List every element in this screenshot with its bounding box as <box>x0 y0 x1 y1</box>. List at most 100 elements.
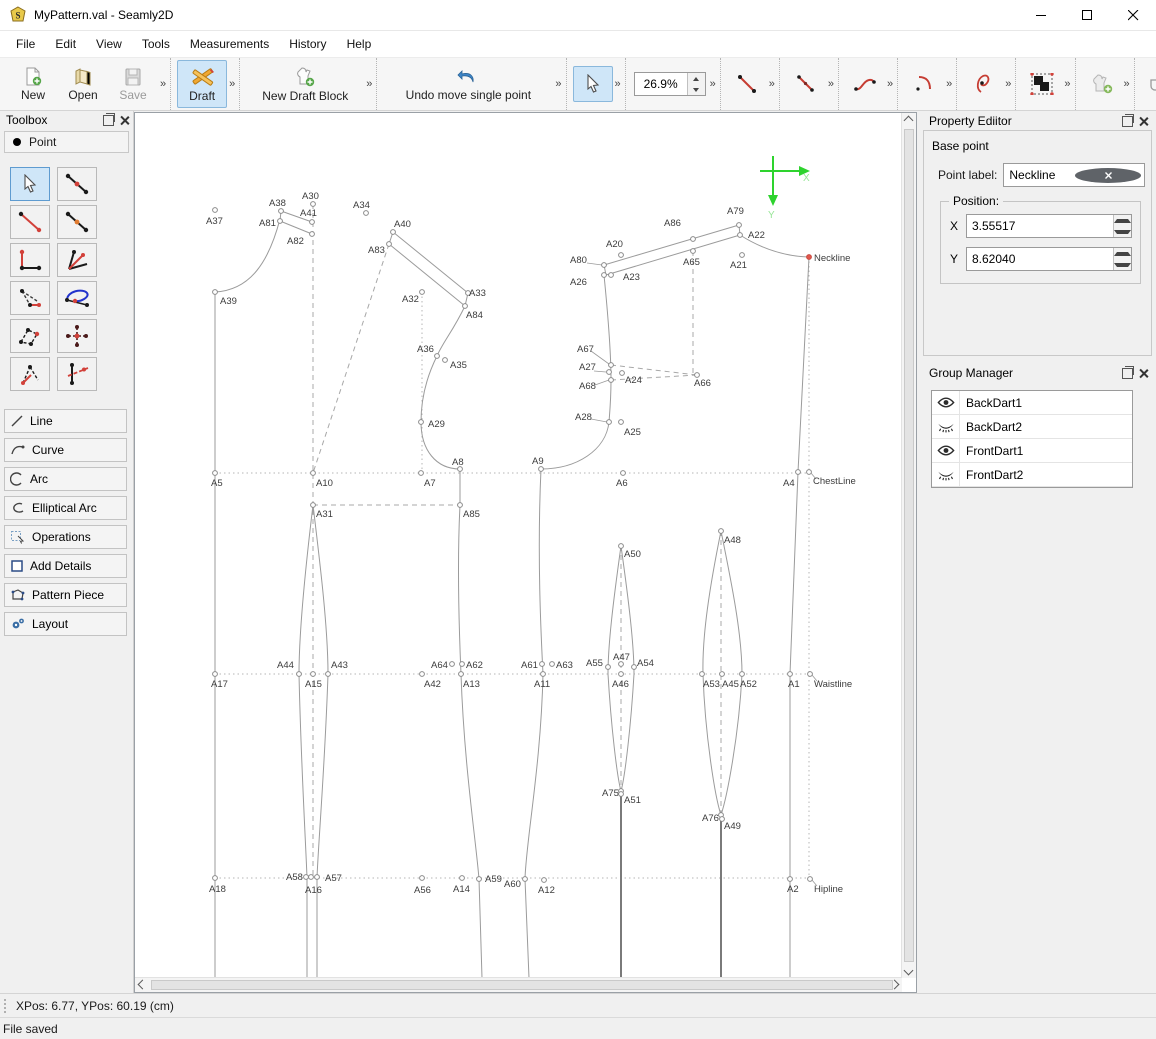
toolbox-section-point[interactable]: Point <box>4 131 129 153</box>
pattern-point-A21[interactable] <box>740 253 745 258</box>
pattern-point-A31[interactable] <box>311 503 316 508</box>
pattern-point-A27[interactable] <box>607 370 612 375</box>
pointer-tool-button[interactable] <box>573 66 613 102</box>
tool-point-at-distance-angle[interactable] <box>10 205 50 239</box>
pattern-point-A22[interactable] <box>738 233 743 238</box>
menu-item-view[interactable]: View <box>86 33 132 55</box>
arc-tools-overflow[interactable]: » <box>944 78 954 90</box>
pattern-point-A28[interactable] <box>607 420 612 425</box>
pattern-point-A48[interactable] <box>719 529 724 534</box>
arc-tool-button[interactable] <box>904 66 944 102</box>
pattern-point-A25[interactable] <box>619 420 624 425</box>
pattern-point-Neckline[interactable] <box>807 255 812 260</box>
pattern-point-A55[interactable] <box>606 665 611 670</box>
pattern-point-A40[interactable] <box>391 230 396 235</box>
tool-normal[interactable] <box>10 243 50 277</box>
menu-item-tools[interactable]: Tools <box>132 33 180 55</box>
pattern-point-A12[interactable] <box>542 878 547 883</box>
undo-overflow[interactable]: » <box>553 78 563 90</box>
group-row-FrontDart1[interactable]: FrontDart1 <box>932 439 1132 463</box>
mode-group-overflow[interactable]: » <box>227 78 237 90</box>
pattern-point-A82[interactable] <box>310 232 315 237</box>
save-button[interactable]: Save <box>108 60 158 108</box>
x-spinner[interactable] <box>1113 215 1131 237</box>
pattern-path[interactable] <box>421 306 465 469</box>
scroll-right-icon[interactable] <box>891 981 898 988</box>
pattern-point-A66[interactable] <box>695 373 700 378</box>
pattern-point-A64[interactable] <box>450 662 455 667</box>
tool-bisector[interactable] <box>57 243 97 277</box>
category-elliptical-arc[interactable]: Elliptical Arc <box>4 496 127 520</box>
pattern-point-A17[interactable] <box>213 672 218 677</box>
zoom-spinner[interactable] <box>687 73 705 95</box>
tool-shoulder-point[interactable] <box>10 281 50 315</box>
pattern-point-A9[interactable] <box>539 467 544 472</box>
pattern-point-A7[interactable] <box>419 471 424 476</box>
open-button[interactable]: Open <box>58 60 108 108</box>
pattern-point-A61[interactable] <box>540 662 545 667</box>
pattern-point-A38[interactable] <box>279 209 284 214</box>
menu-item-edit[interactable]: Edit <box>45 33 86 55</box>
pattern-path[interactable] <box>389 232 468 306</box>
zoom-overflow[interactable]: » <box>708 78 718 90</box>
category-arc[interactable]: Arc <box>4 467 127 491</box>
scroll-down-icon[interactable] <box>905 967 912 974</box>
pattern-point-A50[interactable] <box>619 544 624 549</box>
pattern-point-A24[interactable] <box>620 371 625 376</box>
line-between-points-tool-button[interactable] <box>786 66 826 102</box>
pattern-path[interactable] <box>313 244 389 473</box>
pattern-point-A23[interactable] <box>609 273 614 278</box>
pattern-path[interactable] <box>525 469 543 978</box>
pattern-path[interactable] <box>591 419 607 422</box>
eye-closed-icon[interactable] <box>932 415 960 438</box>
pattern-point-A60[interactable] <box>523 877 528 882</box>
horizontal-scroll-thumb[interactable] <box>151 980 893 990</box>
segment-tools-overflow[interactable]: » <box>826 78 836 90</box>
pointer-overflow[interactable]: » <box>613 78 623 90</box>
tool-intersect-curves[interactable] <box>10 319 50 353</box>
pattern-point-A34[interactable] <box>364 211 369 216</box>
pattern-path[interactable] <box>541 275 611 469</box>
category-pattern-piece[interactable]: Pattern Piece <box>4 583 127 607</box>
pattern-point-A80[interactable] <box>602 263 607 268</box>
union-tool-button[interactable] <box>1141 66 1156 102</box>
pattern-point-A83[interactable] <box>387 242 392 247</box>
draft-mode-button[interactable]: Draft <box>177 60 227 108</box>
pattern-point-A58[interactable] <box>304 875 309 880</box>
pattern-point-A41[interactable] <box>310 220 315 225</box>
tool-midpoint[interactable] <box>57 167 97 201</box>
pattern-point-A45[interactable] <box>720 672 725 677</box>
pattern-point-A30[interactable] <box>311 202 316 207</box>
draft-canvas[interactable]: X Y A37A38A30A41A81A82A34A40A83A39A32A33… <box>134 112 917 993</box>
file-group-overflow[interactable]: » <box>158 78 168 90</box>
eye-closed-icon[interactable] <box>932 463 960 486</box>
property-editor-float-icon[interactable] <box>1122 116 1133 127</box>
group-row-BackDart1[interactable]: BackDart1 <box>932 391 1132 415</box>
category-operations[interactable]: Operations <box>4 525 127 549</box>
vertical-scrollbar[interactable] <box>901 113 916 978</box>
pattern-point-A62[interactable] <box>460 662 465 667</box>
eye-open-icon[interactable] <box>932 439 960 462</box>
category-layout[interactable]: Layout <box>4 612 127 636</box>
pattern-point-A67[interactable] <box>609 363 614 368</box>
pattern-point-A84[interactable] <box>463 304 468 309</box>
menu-item-help[interactable]: Help <box>337 33 382 55</box>
undo-button[interactable]: Undo move single point <box>383 60 553 108</box>
pattern-point-A43[interactable] <box>326 672 331 677</box>
curve-tools-overflow[interactable]: » <box>885 78 895 90</box>
zoom-spinbox[interactable]: 26.9% <box>634 72 706 96</box>
pattern-path[interactable] <box>604 225 740 275</box>
curve-tool-button[interactable] <box>845 66 885 102</box>
y-spinner[interactable] <box>1113 248 1131 270</box>
x-position-spinbox[interactable]: 3.55517 <box>966 214 1132 238</box>
vertical-scroll-thumb[interactable] <box>904 129 914 962</box>
pattern-point-A54[interactable] <box>632 665 637 670</box>
pattern-point-A1[interactable] <box>788 672 793 677</box>
pattern-point-A44[interactable] <box>297 672 302 677</box>
horizontal-scrollbar[interactable] <box>135 977 902 992</box>
line-tools-overflow[interactable]: » <box>767 78 777 90</box>
menu-item-history[interactable]: History <box>279 33 336 55</box>
pattern-point-A32[interactable] <box>420 290 425 295</box>
tool-spline-path[interactable] <box>57 281 97 315</box>
point-at-distance-tool-button[interactable] <box>727 66 767 102</box>
